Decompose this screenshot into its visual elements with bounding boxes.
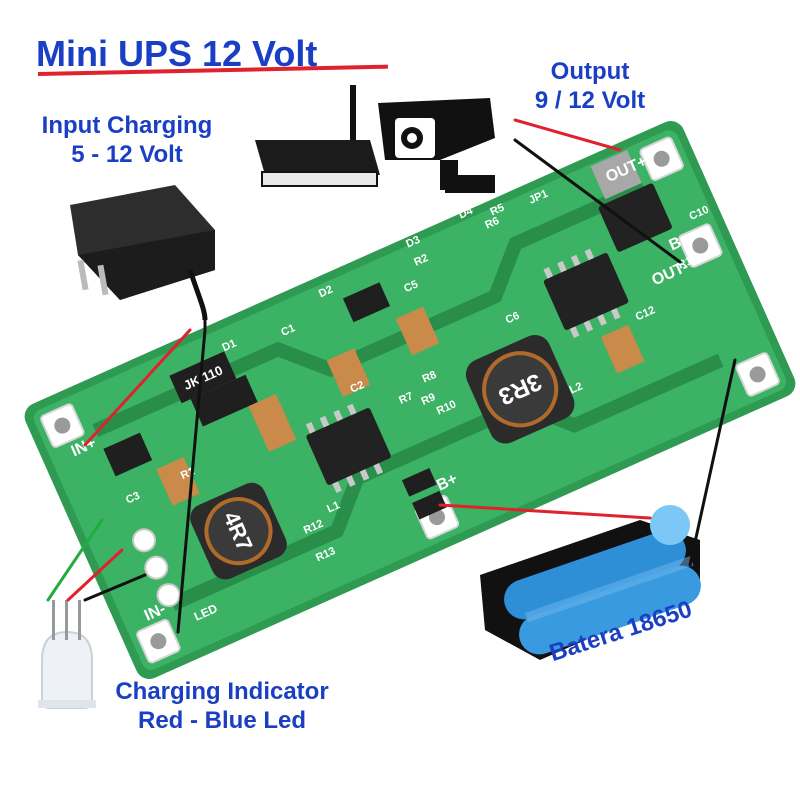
- output-label-line2: 9 / 12 Volt: [534, 86, 646, 114]
- silk-r4: R4: [473, 192, 492, 209]
- power-adapter-icon: [70, 185, 215, 321]
- input-charging-label-line1: Input Charging: [41, 112, 213, 139]
- wifi-router-icon: [255, 85, 380, 187]
- input-charging-label: Input Charging 5 - 12 Volt: [22, 112, 232, 170]
- silk-r2: R2: [412, 252, 430, 269]
- led-icon: [38, 600, 96, 709]
- silk-r5: R5: [488, 202, 506, 219]
- battery-holder-icon: [480, 505, 701, 660]
- silk-r8: R8: [421, 369, 439, 386]
- silk-b-minus: B-: [667, 232, 689, 254]
- output-label: Output 9 / 12 Volt: [500, 58, 680, 116]
- silk-l1: L1: [325, 499, 342, 515]
- silk-r9: R9: [420, 391, 438, 408]
- silk-d3: D3: [404, 234, 422, 251]
- silk-d1: D1: [220, 337, 238, 354]
- silk-c3: C3: [124, 490, 142, 507]
- charging-indicator-line1: Charging Indicator: [115, 678, 329, 705]
- silk-d2: D2: [317, 284, 335, 301]
- inductor-left: 4R7: [190, 482, 287, 580]
- charging-indicator-line2: Red - Blue Led: [137, 706, 306, 734]
- output-label-line1: Output: [550, 58, 630, 85]
- wires: [46, 118, 737, 634]
- pcb-board: 4R7 3R3: [24, 121, 796, 679]
- silk-r6: R6: [483, 215, 501, 232]
- silk-c2: C2: [348, 379, 366, 396]
- silk-l2: L2: [568, 380, 585, 396]
- cctv-camera-icon: [378, 98, 495, 193]
- silk-d4: D4: [457, 204, 476, 221]
- silk-r7: R7: [397, 390, 415, 407]
- silk-c1: C1: [279, 322, 297, 339]
- input-charging-label-line2: 5 - 12 Volt: [71, 140, 183, 168]
- charging-indicator-label: Charging Indicator Red - Blue Led: [92, 678, 352, 736]
- silk-c5: C5: [402, 278, 420, 295]
- inductor-right: 3R3: [465, 334, 575, 444]
- silk-c6: C6: [504, 310, 522, 327]
